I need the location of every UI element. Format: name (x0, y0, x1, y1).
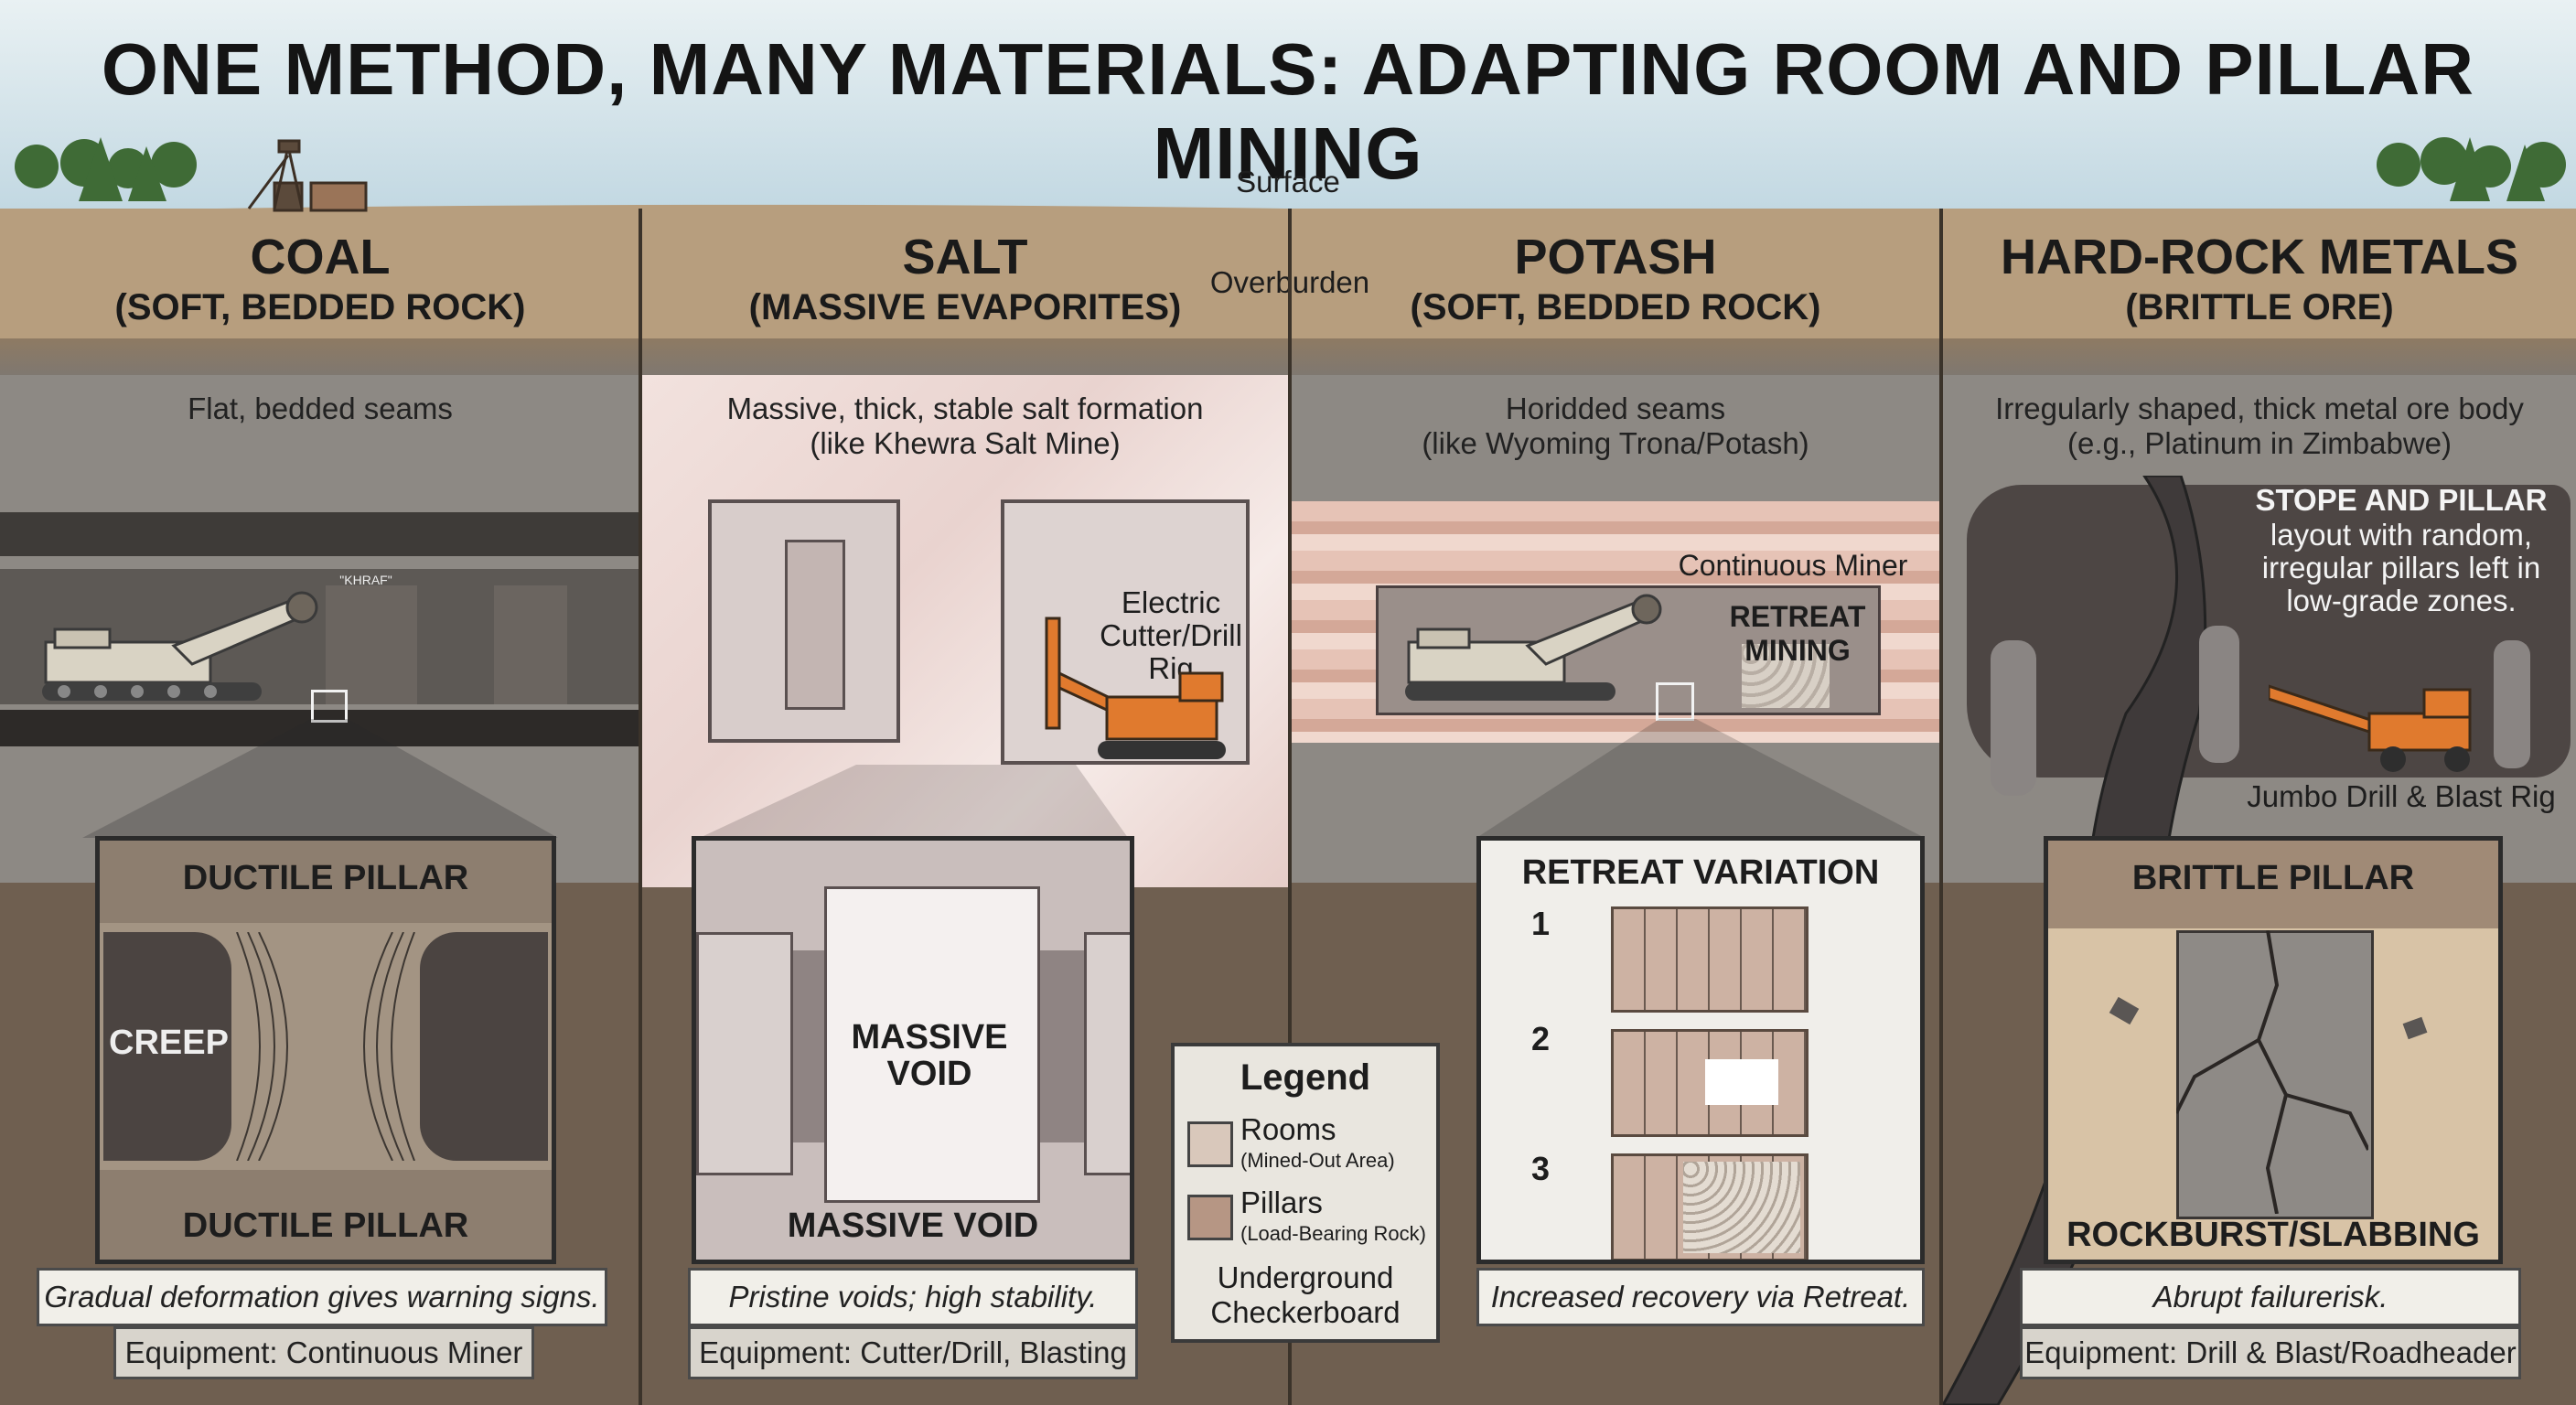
retreat-grid-step-1 (1611, 906, 1809, 1013)
step-number: 2 (1530, 1020, 1551, 1057)
caption: Pristine voids; high stability. (688, 1268, 1138, 1326)
equipment-label: Equipment: Drill & Blast/Roadheader (2020, 1326, 2521, 1379)
column-description: Horidded seams (1505, 391, 1726, 425)
continuous-miner-icon (42, 591, 318, 701)
legend-title: Legend (1240, 1057, 1371, 1098)
legend-footer: Checkerboard (1210, 1295, 1401, 1329)
column-divider (639, 209, 642, 1405)
room-void (420, 932, 548, 1161)
column-title: SALT (902, 230, 1028, 284)
sky (0, 0, 2576, 210)
coal-seam-lower (0, 710, 639, 746)
column-divider (1288, 209, 1292, 1405)
equipment-label: Equipment: Cutter/Drill, Blasting (688, 1326, 1138, 1379)
retreat-grid-step-3 (1611, 1153, 1809, 1260)
column-title: POTASH (1514, 230, 1717, 284)
void-label: VOID (886, 1055, 972, 1093)
continuous-miner-icon (1405, 594, 1662, 701)
caption: Increased recovery via Retreat. (1476, 1268, 1925, 1326)
surface-scenery (0, 137, 2576, 220)
machine-label: Continuous Miner (1678, 549, 1908, 582)
legend-swatch-rooms (1187, 1121, 1233, 1167)
legend-item-label: Pillars (1240, 1185, 1323, 1219)
irregular-pillar (1991, 640, 2036, 796)
column-divider (1939, 209, 1943, 1405)
legend-item-label: Rooms (1240, 1112, 1336, 1146)
detail-heading: RETREAT VARIATION (1521, 853, 1880, 892)
detail-heading: DUCTILE PILLAR (182, 859, 469, 897)
drill-rig-icon (1045, 617, 1226, 759)
column-description: (like Wyoming Trona/Potash) (1422, 426, 1809, 460)
crack-lines (2176, 930, 2368, 1214)
rubble-fill (1742, 644, 1830, 708)
zoom-lines (82, 719, 558, 838)
caption: Gradual deformation gives warning signs. (37, 1268, 607, 1326)
void-label: MASSIVE (851, 1018, 1008, 1056)
irregular-pillar (2494, 640, 2530, 768)
zoom-marker (1656, 682, 1694, 721)
detail-footer: DUCTILE PILLAR (182, 1207, 469, 1245)
caption: Abrupt failurerisk. (2020, 1268, 2521, 1326)
coal-pillar (494, 585, 567, 704)
column-title: COAL (250, 230, 391, 284)
stope-text: layout with random, (2270, 518, 2533, 552)
page-title: ONE METHOD, MANY MATERIALS: ADAPTING ROO… (101, 28, 2475, 194)
column-description: (e.g., Platinum in Zimbabwe) (2067, 426, 2452, 460)
stope-text: irregular pillars left in (2261, 551, 2541, 585)
ore-vein (1943, 476, 2207, 1405)
creep-lines (236, 932, 415, 1161)
coal-seam-upper (0, 512, 639, 556)
rig-label: Electric (1121, 585, 1221, 619)
legend-item-sub: (Mined-Out Area) (1240, 1149, 1395, 1172)
legend: Legend Rooms (Mined-Out Area) Pillars (L… (1171, 1043, 1440, 1343)
retreat-label: RETREAT MINING (1729, 600, 1866, 667)
column-title: HARD-ROCK METALS (2001, 230, 2518, 284)
equipment-label: Equipment: Continuous Miner (113, 1326, 534, 1379)
room-void (103, 932, 231, 1161)
rig-label: Cutter/Drill (1100, 618, 1242, 652)
zoom-marker (311, 690, 348, 723)
legend-footer: Underground (1217, 1260, 1394, 1294)
zoom-lines (692, 765, 1131, 842)
step-number: 1 (1530, 905, 1551, 942)
column-description: Flat, bedded seams (188, 391, 453, 425)
salt-pillar (696, 932, 793, 1175)
column-description: Massive, thick, stable salt formation (726, 391, 1204, 425)
zoom-lines (1476, 719, 1925, 838)
column-subtitle: (SOFT, BEDDED ROCK) (1410, 287, 1821, 327)
rig-label: Jumbo Drill & Blast Rig (2247, 779, 2556, 813)
machine-tag: "KHRAF" (339, 573, 392, 587)
irregular-pillar (2199, 626, 2239, 763)
massive-void-detail: MASSIVE VOID MASSIVE VOID (692, 836, 1134, 1264)
retreat-grid-step-2 (1611, 1029, 1809, 1137)
column-subtitle: (SOFT, BEDDED ROCK) (114, 287, 526, 327)
column-subtitle: (BRITTLE ORE) (2125, 287, 2394, 327)
stope-title: STOPE AND PILLAR (2255, 483, 2548, 517)
step-number: 3 (1530, 1150, 1551, 1187)
surface-label: Surface (1236, 165, 1340, 198)
detail-footer: MASSIVE VOID (787, 1207, 1039, 1245)
column-subtitle: (MASSIVE EVAPORITES) (748, 287, 1182, 327)
stope-text: low-grade zones. (2286, 584, 2517, 617)
detail-heading: BRITTLE PILLAR (2131, 859, 2415, 897)
salt-room (708, 499, 900, 743)
void-block (824, 886, 1040, 1203)
retreat-variation-detail: RETREAT VARIATION 1 2 3 (1476, 836, 1925, 1264)
salt-pillar (1084, 932, 1130, 1175)
coal-pillar (326, 585, 417, 704)
legend-item-sub: (Load-Bearing Rock) (1240, 1222, 1426, 1245)
detail-footer: ROCKBURST/SLABBING (2066, 1216, 2480, 1254)
brittle-pillar-detail: BRITTLE PILLAR ROCKBURST/SLABBING (2044, 836, 2503, 1264)
column-description: Irregularly shaped, thick metal ore body (1995, 391, 2524, 425)
jumbo-drill-icon (2269, 684, 2472, 772)
creep-label: CREEP (109, 1024, 229, 1062)
column-description: (like Khewra Salt Mine) (810, 426, 1121, 460)
ductile-pillar-detail: DUCTILE PILLAR CREEP DUCTILE PILLAR (95, 836, 556, 1264)
legend-swatch-pillars (1187, 1195, 1233, 1240)
